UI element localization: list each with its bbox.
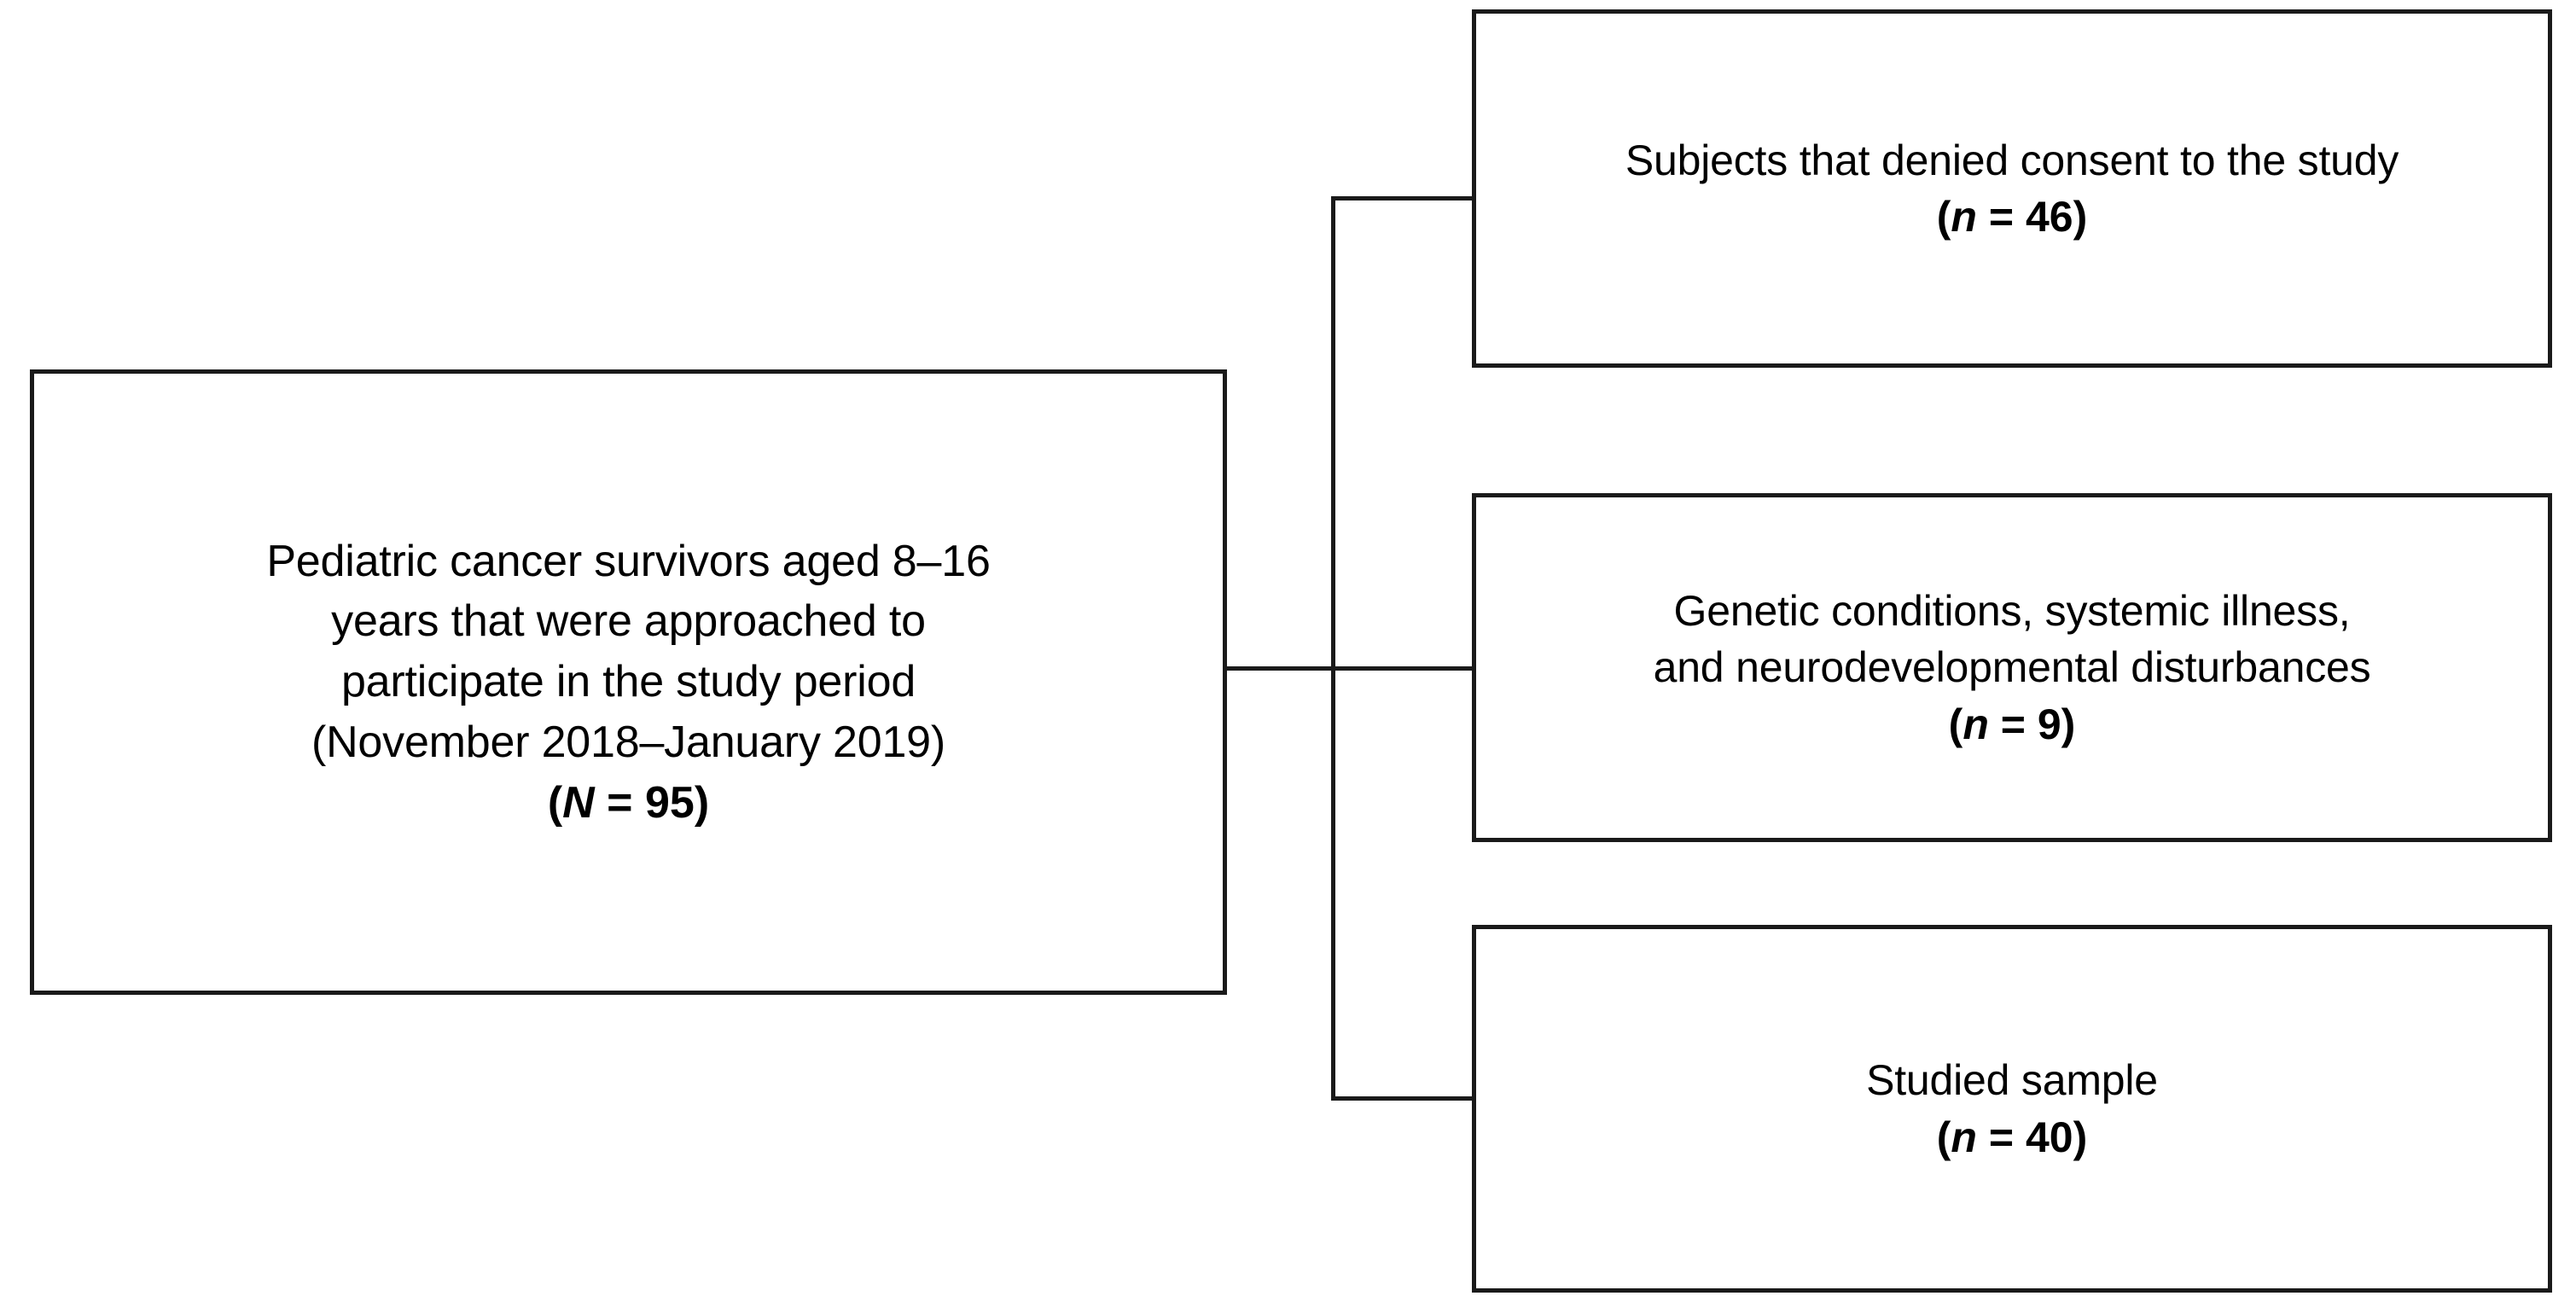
count-value: = 95	[594, 777, 695, 828]
source-line-2: years that were approached to	[331, 596, 926, 647]
node-text-block: Pediatric cancer survivors aged 8–16 yea…	[34, 532, 1223, 834]
excluded-count: (n = 9)	[1492, 696, 2532, 753]
count-symbol: N	[562, 777, 595, 828]
count-value: = 40	[1976, 1113, 2073, 1161]
count-symbol: n	[1963, 700, 1989, 748]
node-denied-consent: Subjects that denied consent to the stud…	[1472, 9, 2552, 368]
node-text-block: Subjects that denied consent to the stud…	[1476, 132, 2548, 246]
node-excluded-conditions: Genetic conditions, systemic illness, an…	[1472, 493, 2552, 842]
excluded-line-2: and neurodevelopmental disturbances	[1653, 643, 2371, 692]
denied-count: (n = 46)	[1492, 189, 2532, 246]
count-symbol: n	[1951, 193, 1977, 241]
node-text-block: Genetic conditions, systemic illness, an…	[1476, 583, 2548, 753]
source-line-3: participate in the study period	[340, 657, 916, 707]
count-paren-close: )	[694, 777, 710, 828]
denied-line-1: Subjects that denied consent to the stud…	[1625, 136, 2399, 184]
count-value: = 46	[1976, 193, 2073, 241]
count-paren-close: )	[2061, 700, 2076, 748]
count-paren-open: (	[1936, 193, 1951, 241]
connector-source-to-spine	[1225, 666, 1474, 671]
sample-line-1: Studied sample	[1866, 1056, 2158, 1104]
count-paren-close: )	[2073, 193, 2088, 241]
count-symbol: n	[1951, 1113, 1977, 1161]
count-paren-open: (	[1936, 1113, 1951, 1161]
node-text-block: Studied sample (n = 40)	[1476, 1052, 2548, 1165]
excluded-line-1: Genetic conditions, systemic illness,	[1673, 586, 2351, 635]
count-paren-open: (	[547, 777, 563, 828]
count-value: = 9	[1988, 700, 2061, 748]
sample-count: (n = 40)	[1492, 1109, 2532, 1166]
node-studied-sample: Studied sample (n = 40)	[1472, 925, 2552, 1293]
node-approached-cohort: Pediatric cancer survivors aged 8–16 yea…	[30, 369, 1227, 995]
source-count: (N = 95)	[49, 773, 1207, 834]
source-line-4: (November 2018–January 2019)	[311, 717, 946, 767]
count-paren-open: (	[1948, 700, 1963, 748]
source-line-1: Pediatric cancer survivors aged 8–16	[266, 536, 991, 586]
connector-branch-to-studied-sample	[1331, 1096, 1474, 1101]
connector-vertical-spine	[1331, 196, 1335, 1101]
connector-branch-to-denied-consent	[1331, 196, 1474, 201]
count-paren-close: )	[2073, 1113, 2088, 1161]
